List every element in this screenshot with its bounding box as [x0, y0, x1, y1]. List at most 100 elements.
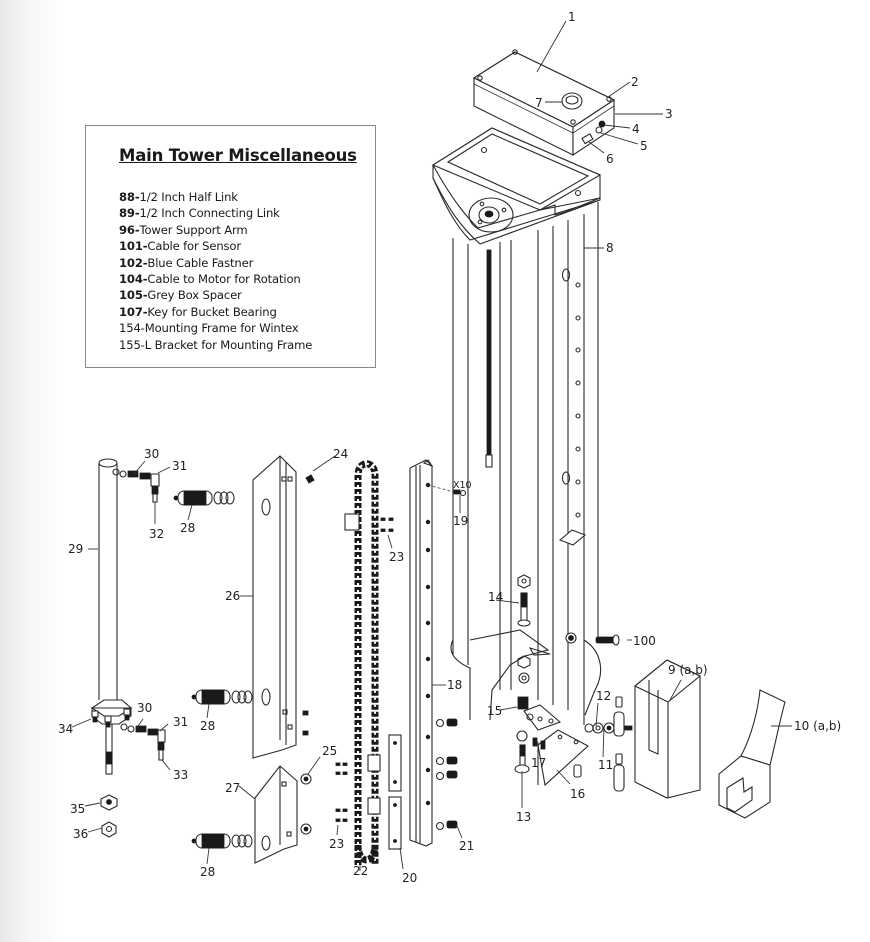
- legend-item-description: Cable for Sensor: [147, 239, 241, 254]
- callout-5: 5: [640, 139, 648, 153]
- callout-31-top: 31: [172, 459, 187, 473]
- bolts-21: [435, 718, 458, 831]
- legend-title: Main Tower Miscellaneous: [119, 146, 357, 165]
- legend-item-number: 88-: [119, 190, 140, 204]
- guide-26: [252, 455, 315, 759]
- pins-23: [335, 517, 394, 822]
- fitting-top: [112, 468, 160, 503]
- legend-item-89: 89-1/2 Inch Connecting Link: [119, 205, 312, 221]
- legend-item-104: 104-Cable to Motor for Rotation: [119, 271, 312, 287]
- chain-22: [344, 460, 381, 865]
- callout-29: 29: [68, 542, 83, 556]
- callout-33: 33: [173, 768, 188, 782]
- callout-23-lower: 23: [329, 837, 344, 851]
- callout-19-quantity: X10: [453, 480, 472, 491]
- callout-18: 18: [447, 678, 462, 692]
- legend-item-number: 107-: [119, 304, 148, 319]
- callout-24: 24: [333, 447, 348, 461]
- control-box: [472, 49, 616, 157]
- callout-26: 26: [225, 589, 240, 603]
- legend-item-number: 102-: [119, 255, 148, 270]
- box-9: [633, 659, 702, 799]
- callout-7: 7: [535, 96, 543, 110]
- legend-item-number: 96-: [119, 222, 140, 237]
- legend-item-88: 88-1/2 Inch Half Link: [119, 189, 312, 205]
- bolt-100: [595, 634, 620, 646]
- tower-holes: [575, 282, 581, 518]
- legend-item-description: 1/2 Inch Half Link: [139, 190, 239, 204]
- callout-34: 34: [58, 722, 73, 736]
- callout-1: 1: [568, 10, 576, 24]
- legend-item-155: 155-L Bracket for Mounting Frame: [119, 337, 312, 353]
- legend-item-96: 96-Tower Support Arm: [119, 222, 312, 238]
- callout-27: 27: [225, 781, 240, 795]
- legend-box: Main Tower Miscellaneous 88-1/2 Inch Hal…: [85, 125, 376, 368]
- callout-32: 32: [149, 527, 164, 541]
- legend-item-description: Key for Bucket Bearing: [147, 304, 277, 319]
- callout-23-upper: 23: [389, 550, 404, 564]
- main-tower: [431, 127, 602, 725]
- leader-lines: [71, 20, 792, 871]
- callout-9: 9 (a,b): [668, 663, 708, 677]
- bracket-10: [718, 689, 786, 819]
- callout-14: 14: [488, 590, 503, 604]
- callout-28-middle: 28: [200, 719, 215, 733]
- callout-6: 6: [606, 152, 614, 166]
- legend-item-102: 102-Blue Cable Fastner: [119, 255, 312, 271]
- plate-20: [388, 734, 402, 850]
- callout-3: 3: [665, 107, 673, 121]
- legend-item-number: 89-: [119, 206, 140, 221]
- legend-item-number: 101-: [119, 239, 148, 254]
- roller-28-top: [173, 490, 235, 506]
- callout-36: 36: [73, 827, 88, 841]
- callout-35: 35: [70, 802, 85, 816]
- bearings-25: [300, 773, 312, 835]
- legend-item-154: 154-Mounting Frame for Wintex: [119, 320, 312, 336]
- callout-25: 25: [322, 744, 337, 758]
- callout-labels: 1 2 3 4 5 6 7 8 9 (a,b) 10 (a,b) 11 12 1…: [58, 10, 841, 885]
- callout-16: 16: [570, 787, 585, 801]
- callout-28-bottom: 28: [200, 865, 215, 879]
- callout-15: 15: [487, 704, 502, 718]
- legend-item-105: 105-Grey Box Spacer: [119, 287, 312, 303]
- callout-12: 12: [596, 689, 611, 703]
- rail-18: [409, 459, 467, 847]
- callout-2: 2: [631, 75, 639, 89]
- roller-28-bottom: [191, 833, 253, 849]
- callout-20: 20: [402, 871, 417, 885]
- callout-4: 4: [632, 122, 640, 136]
- bolt-14: [517, 574, 531, 684]
- legend-item-description: Mounting Frame for Wintex: [144, 321, 299, 336]
- legend-item-number: 155-: [119, 337, 145, 352]
- callout-30-top: 30: [144, 447, 159, 461]
- callout-10: 10 (a,b): [794, 719, 841, 733]
- legend-item-description: 1/2 Inch Connecting Link: [139, 206, 280, 221]
- legend-item-description: L Bracket for Mounting Frame: [144, 337, 313, 352]
- callout-31-bottom: 31: [173, 715, 188, 729]
- callout-17: 17: [531, 756, 546, 770]
- legend-item-description: Tower Support Arm: [139, 222, 248, 237]
- callout-8: 8: [606, 241, 614, 255]
- callout-100: 100: [633, 634, 656, 648]
- legend-item-number: 154-: [119, 321, 145, 336]
- roller-28-middle: [191, 689, 253, 705]
- legend-item-107: 107-Key for Bucket Bearing: [119, 304, 312, 320]
- callout-19: 19: [453, 514, 468, 528]
- callout-22: 22: [353, 864, 368, 878]
- callout-21: 21: [459, 839, 474, 853]
- callout-13: 13: [516, 810, 531, 824]
- callout-28-top: 28: [180, 521, 195, 535]
- legend-item-number: 105-: [119, 288, 148, 303]
- rail-holes: [425, 482, 431, 806]
- legend-item-number: 104-: [119, 272, 148, 287]
- legend-item-description: Grey Box Spacer: [147, 288, 242, 303]
- legend-item-101: 101-Cable for Sensor: [119, 238, 312, 254]
- callout-11: 11: [598, 758, 613, 772]
- guide-27: [254, 765, 298, 864]
- legend-item-description: Cable to Motor for Rotation: [147, 272, 301, 287]
- callout-30-bottom: 30: [137, 701, 152, 715]
- hardware-11-12: [584, 696, 633, 792]
- post-29: [90, 458, 133, 838]
